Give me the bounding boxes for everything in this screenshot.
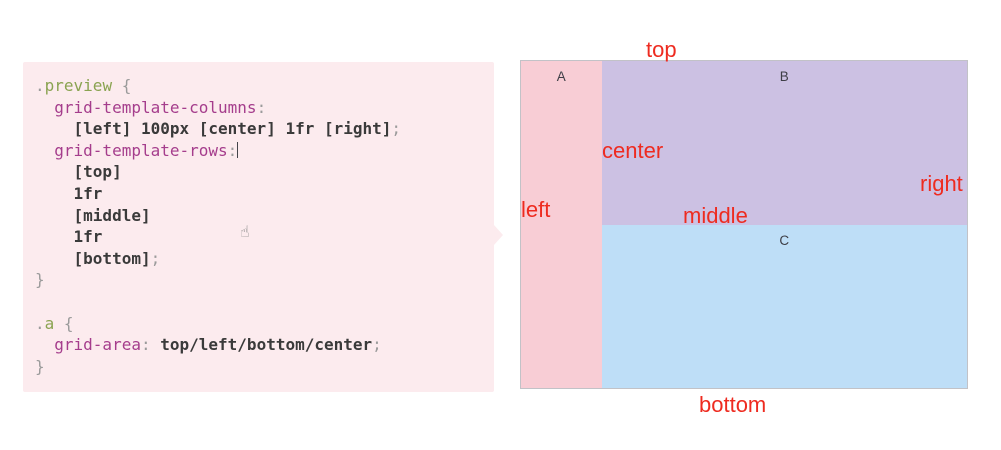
code-line: [middle] bbox=[35, 205, 151, 225]
grid-line-label-top: top bbox=[646, 37, 677, 62]
grid-area-a: A bbox=[521, 61, 602, 388]
code-line: .preview { bbox=[35, 76, 132, 95]
grid-preview: A B C bbox=[520, 60, 968, 389]
grid-line-label-bottom: bottom bbox=[699, 392, 767, 417]
grid-line-label-middle: middle bbox=[683, 203, 748, 228]
hand-cursor-icon: ☝ bbox=[240, 222, 250, 241]
text-caret bbox=[237, 141, 239, 158]
code-line: [bottom]; bbox=[35, 248, 161, 268]
css-code-block[interactable]: .preview { grid-template-columns: [left]… bbox=[35, 75, 401, 377]
code-line: grid-area: top/left/bottom/center; bbox=[54, 335, 382, 355]
code-line: } bbox=[35, 270, 45, 290]
grid-area-c: C bbox=[602, 224, 967, 388]
panel-pointer-arrow bbox=[494, 225, 503, 245]
code-line bbox=[35, 291, 401, 313]
code-line: } bbox=[35, 356, 45, 376]
grid-area-b: B bbox=[602, 61, 967, 225]
code-line: grid-template-columns: bbox=[54, 97, 267, 117]
grid-line-label-center: center bbox=[602, 138, 664, 163]
code-line: [left] 100px [center] 1fr [right]; bbox=[35, 119, 402, 139]
code-editor-panel[interactable]: .preview { grid-template-columns: [left]… bbox=[23, 62, 503, 392]
code-line: [top] bbox=[35, 162, 122, 182]
code-line: 1fr bbox=[35, 227, 103, 247]
code-line: 1fr bbox=[35, 183, 103, 203]
grid-line-label-right: right bbox=[920, 171, 963, 196]
code-line: .a { bbox=[35, 313, 74, 333]
code-line: grid-template-rows: bbox=[54, 140, 239, 160]
grid-line-label-left: left bbox=[521, 197, 551, 222]
